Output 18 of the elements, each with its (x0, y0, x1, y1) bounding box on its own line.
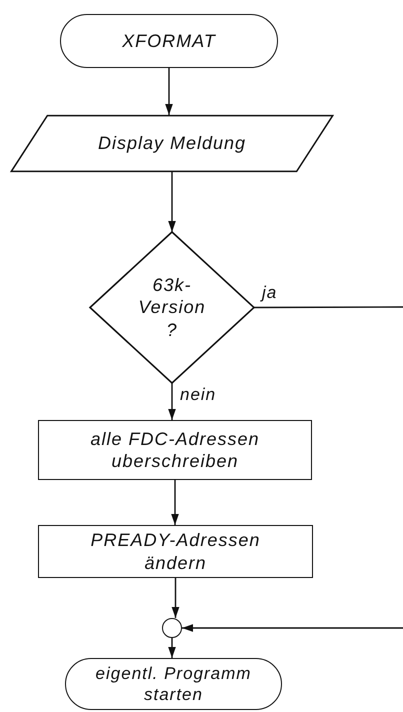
node-text: Display Meldung (98, 132, 246, 155)
arrow (168, 638, 176, 658)
decision-diamond (90, 232, 254, 383)
arrow (165, 68, 173, 115)
connector-circle (162, 618, 182, 638)
input-output-parallelogram (8, 115, 336, 172)
process-box (38, 420, 312, 480)
arrow (182, 624, 403, 632)
arrow (168, 172, 176, 232)
process-box (38, 525, 313, 578)
node-text: alle FDC-Adressen uberschreiben (89, 428, 261, 472)
arrow (168, 383, 176, 420)
arrow (171, 480, 179, 525)
node-text: PREADY-Adressen ändern (90, 529, 262, 574)
arrow (172, 578, 180, 618)
node-text: eigentl. Programm starten (94, 662, 252, 706)
node-text: XFORMAT (122, 30, 216, 52)
node-text: 63k- Version ? (137, 274, 207, 342)
